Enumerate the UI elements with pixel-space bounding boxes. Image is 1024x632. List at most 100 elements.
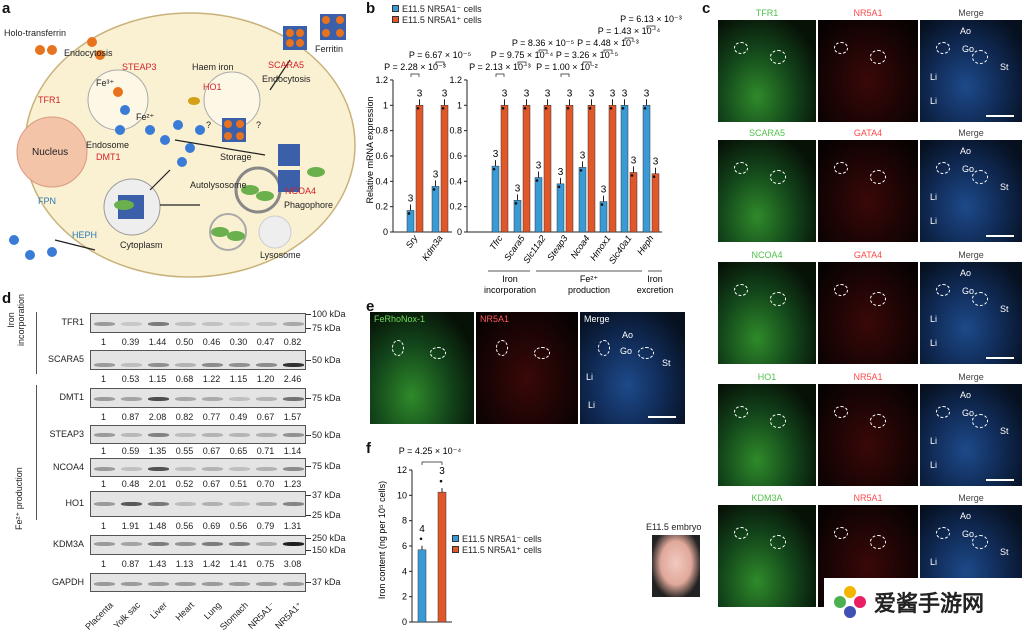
quantification-value: 0.87	[121, 559, 140, 569]
blot-strip-ho1	[90, 491, 306, 517]
n-label: 3	[644, 88, 650, 99]
data-point	[501, 107, 505, 110]
nucleus	[16, 116, 88, 188]
significance-bracket	[495, 73, 505, 77]
blot-band	[121, 581, 142, 586]
channel-label-green: NCOA4	[751, 250, 783, 260]
legend-item-pos: E11.5 NR5A1⁺ cells	[452, 545, 542, 556]
lane-label: NR5A1⁻	[246, 600, 278, 631]
label-go: Go	[962, 164, 975, 174]
bar-Slc40a1-neg	[620, 105, 629, 233]
label-li: Li	[930, 314, 938, 324]
group-label: excretion	[637, 285, 674, 295]
image-ferrhonox: FeRhoNox-1	[370, 312, 474, 424]
blot-band	[175, 432, 196, 437]
data-point	[652, 175, 656, 179]
bar-Tfrc-pos	[500, 105, 509, 233]
quantification-value: 1	[100, 521, 106, 531]
quantification-value: 1.42	[202, 559, 221, 569]
legend-label: E11.5 NR5A1⁺ cells	[402, 15, 482, 25]
fe2-ions	[115, 105, 205, 167]
data-point	[416, 107, 420, 110]
n-label: 3	[493, 149, 499, 160]
blot-band	[229, 363, 250, 367]
label-li: Li	[930, 436, 938, 446]
label-st: St	[1000, 304, 1009, 314]
marker-tick	[306, 538, 311, 539]
label-li: Li	[930, 96, 938, 106]
blot-band	[202, 466, 223, 471]
quantification-value: 1.31	[283, 521, 302, 531]
label-ao: Ao	[622, 330, 634, 340]
lane-label: Lung	[201, 600, 224, 622]
significance-bracket	[560, 73, 570, 77]
blot-band	[229, 322, 250, 326]
channel-label-green: KDM3A	[751, 493, 783, 503]
quantification-value: 0.39	[121, 337, 140, 347]
label-ho1: HO1	[203, 82, 222, 92]
x-tick-label: Sry	[404, 233, 420, 250]
blot-band	[148, 397, 169, 401]
n-label: 3	[545, 88, 551, 99]
blot-band	[256, 542, 277, 546]
bar-neg	[417, 549, 427, 623]
label-st: St	[1000, 62, 1009, 72]
label-tfr1: TFR1	[38, 95, 61, 105]
quantification-value: 0.71	[256, 446, 275, 456]
blot-band	[283, 322, 304, 326]
blot-strip-scara5	[90, 350, 306, 370]
blot-strip-gapdh	[90, 573, 306, 592]
y-tick-label: 1.2	[449, 75, 462, 85]
y-tick-label: 0.4	[449, 176, 462, 186]
quantification-value: 1.41	[229, 559, 248, 569]
y-tick-label: 8	[402, 516, 407, 526]
channel-label: Merge	[584, 314, 610, 324]
label-go: Go	[962, 529, 975, 539]
n-label: 3	[601, 185, 607, 196]
blot-strip-dmt1	[90, 388, 306, 408]
channel-label-red: NR5A1	[853, 493, 883, 503]
n-label: 3	[567, 88, 573, 99]
panel-label-c: c	[702, 0, 711, 17]
blot-band	[229, 432, 250, 437]
label-scara5: SCARA5	[268, 60, 305, 70]
y-tick-label: 12	[397, 465, 407, 475]
bar-Hmox1-neg	[599, 201, 608, 233]
blot-band	[148, 466, 169, 471]
y-tick-label: 1	[457, 100, 462, 110]
quantification-value: 0.77	[202, 412, 221, 422]
y-tick-label: 0.4	[375, 176, 388, 186]
n-label: 3	[524, 88, 530, 99]
blot-band	[202, 432, 223, 437]
quantification-value: 1	[100, 374, 106, 384]
legend-label: E11.5 NR5A1⁻ cells	[462, 534, 542, 544]
channel-label-red: GATA4	[853, 250, 883, 260]
data-point	[535, 179, 539, 182]
marker-tick	[306, 582, 311, 583]
quantification-value: 1.15	[148, 374, 167, 384]
quantification-value: 0.52	[175, 479, 194, 489]
significance-bracket	[538, 49, 548, 53]
bar-Ncoa4-pos	[587, 105, 596, 233]
blot-band	[94, 581, 115, 586]
molecular-weight-label: 75 kDa	[312, 393, 341, 403]
n-label: 3	[589, 88, 595, 99]
marker-tick	[306, 360, 311, 361]
embryo-label: E11.5 embryo	[646, 522, 702, 532]
quantification-value: 1.22	[202, 374, 221, 384]
label-autolysosome: Autolysosome	[190, 180, 247, 190]
p-value: P = 3.26 × 10⁻⁵	[556, 50, 619, 60]
blot-band	[148, 322, 169, 326]
blot-band	[94, 363, 115, 367]
label-go: Go	[962, 408, 975, 418]
channel-label-red: NR5A1	[853, 372, 883, 382]
quantification-value: 1.20	[256, 374, 275, 384]
quantification-value: 1	[100, 446, 106, 456]
channel-label-green: HO1	[757, 372, 777, 382]
y-tick-label: 10	[397, 490, 407, 500]
channel-label-red: NR5A1	[853, 8, 883, 18]
mrna-expression-chart: 00.20.40.60.811.200.20.40.60.811.2Relati…	[365, 14, 682, 295]
quantification-value: 0.65	[229, 446, 248, 456]
